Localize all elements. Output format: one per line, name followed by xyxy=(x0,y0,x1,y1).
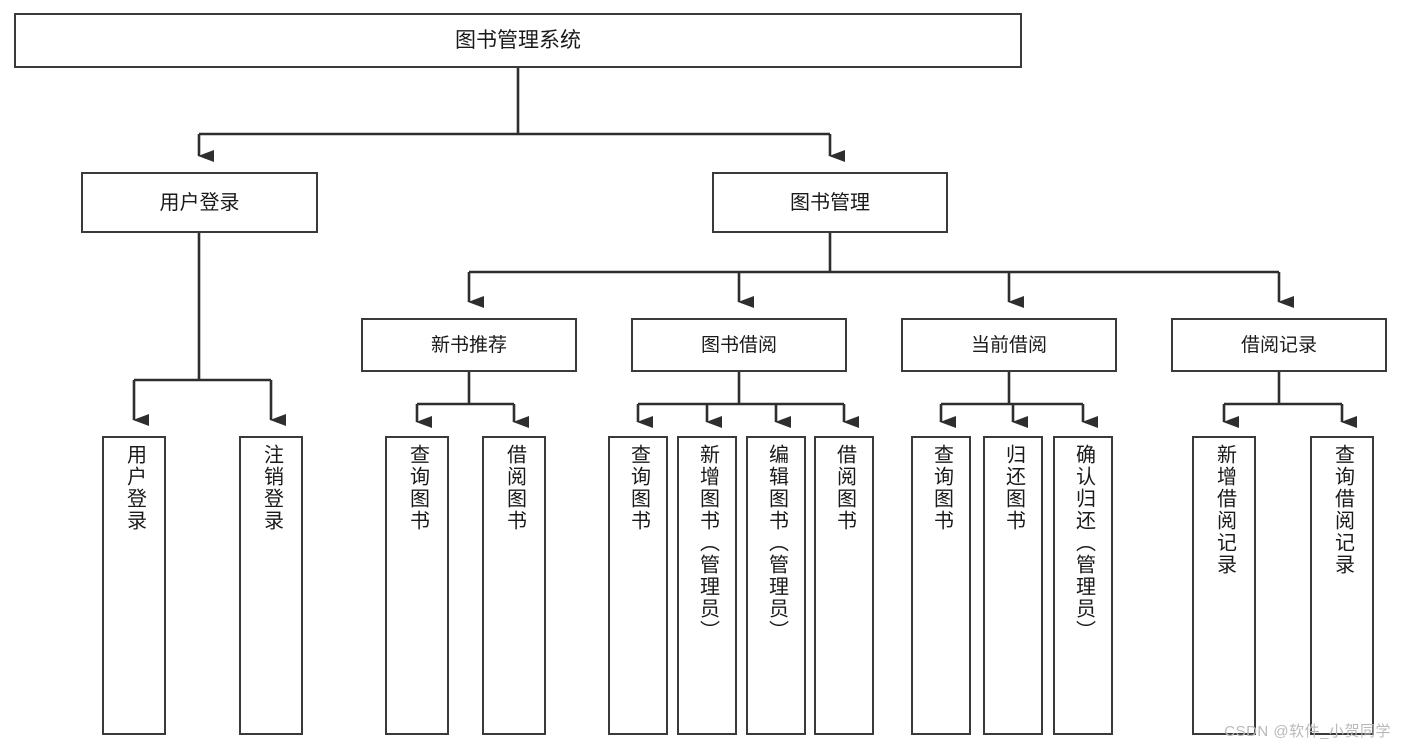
watermark: CSDN @软件_小贺同学 xyxy=(1224,723,1391,740)
node-leaf-query-book-recommend[interactable]: 查询图书 xyxy=(385,436,449,735)
node-root[interactable]: 图书管理系统 xyxy=(14,13,1022,68)
node-root-label: 图书管理系统 xyxy=(455,29,581,52)
node-leaf-query-book-current[interactable]: 查询图书 xyxy=(911,436,971,735)
node-current-borrow-label: 当前借阅 xyxy=(970,334,1047,356)
node-leaf-query-book-recommend-label: 查询图书 xyxy=(406,444,429,532)
node-current-borrow[interactable]: 当前借阅 xyxy=(901,318,1117,372)
node-leaf-confirm-return[interactable]: 确认归还（管理员） xyxy=(1053,436,1113,735)
node-book-management[interactable]: 图书管理 xyxy=(712,172,948,233)
node-leaf-logout-label: 注销登录 xyxy=(260,444,283,532)
node-leaf-edit-book-label: 编辑图书（管理员） xyxy=(765,444,788,642)
node-leaf-borrow-book-recommend[interactable]: 借阅图书 xyxy=(482,436,546,735)
node-leaf-user-login[interactable]: 用户登录 xyxy=(102,436,166,735)
node-leaf-borrow-book-label: 借阅图书 xyxy=(833,444,856,532)
node-leaf-return-book-label: 归还图书 xyxy=(1002,444,1025,532)
node-leaf-logout[interactable]: 注销登录 xyxy=(239,436,303,735)
node-leaf-add-borrow-record[interactable]: 新增借阅记录 xyxy=(1192,436,1256,735)
node-user-login[interactable]: 用户登录 xyxy=(81,172,318,233)
node-leaf-query-borrow-record[interactable]: 查询借阅记录 xyxy=(1310,436,1374,735)
node-leaf-query-book-borrow-label: 查询图书 xyxy=(627,444,650,532)
node-book-management-label: 图书管理 xyxy=(790,191,870,214)
node-new-book-recommend-label: 新书推荐 xyxy=(430,334,507,356)
node-leaf-edit-book[interactable]: 编辑图书（管理员） xyxy=(746,436,806,735)
node-leaf-add-book-label: 新增图书（管理员） xyxy=(696,444,719,642)
node-leaf-query-book-borrow[interactable]: 查询图书 xyxy=(608,436,668,735)
node-leaf-confirm-return-label: 确认归还（管理员） xyxy=(1072,444,1095,642)
node-leaf-query-book-current-label: 查询图书 xyxy=(930,444,953,532)
node-user-login-label: 用户登录 xyxy=(159,191,240,214)
node-leaf-query-borrow-record-label: 查询借阅记录 xyxy=(1331,444,1354,576)
node-borrow-record[interactable]: 借阅记录 xyxy=(1171,318,1387,372)
node-leaf-user-login-label: 用户登录 xyxy=(123,444,146,532)
node-leaf-add-book[interactable]: 新增图书（管理员） xyxy=(677,436,737,735)
node-leaf-return-book[interactable]: 归还图书 xyxy=(983,436,1043,735)
node-leaf-borrow-book-recommend-label: 借阅图书 xyxy=(503,444,526,532)
node-book-borrow[interactable]: 图书借阅 xyxy=(631,318,847,372)
node-new-book-recommend[interactable]: 新书推荐 xyxy=(361,318,577,372)
node-leaf-add-borrow-record-label: 新增借阅记录 xyxy=(1213,444,1236,576)
node-borrow-record-label: 借阅记录 xyxy=(1240,334,1317,356)
node-leaf-borrow-book[interactable]: 借阅图书 xyxy=(814,436,874,735)
node-book-borrow-label: 图书借阅 xyxy=(700,334,777,356)
